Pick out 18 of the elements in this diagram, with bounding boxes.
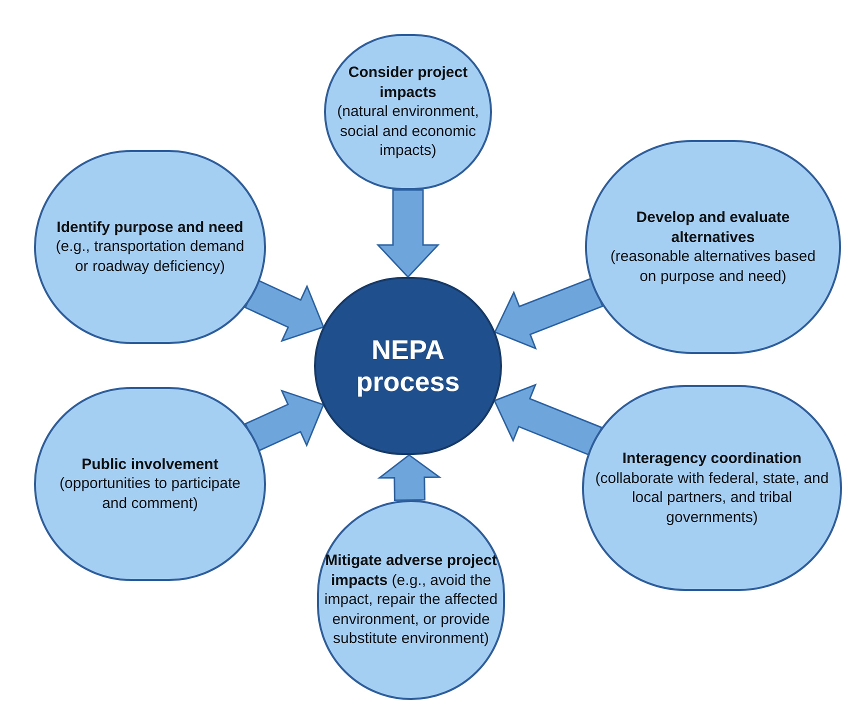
- center-title: NEPA process: [355, 334, 461, 398]
- block-arrow: [244, 279, 324, 342]
- topic-heading: Identify purpose and need: [56, 218, 244, 238]
- topic-description: (opportunities to participate and comment): [58, 474, 242, 514]
- block-arrow: [377, 454, 442, 501]
- topic-heading: Develop and evaluate alternatives: [635, 208, 791, 247]
- topic-heading: Consider project impacts: [347, 63, 469, 102]
- block-arrow: [244, 389, 324, 452]
- topic-description: (natural environment, social and economic impacts): [336, 102, 480, 161]
- block-arrow: [376, 189, 440, 278]
- topic-heading: Interagency coordination: [622, 449, 802, 468]
- topic-heading: Public involvement: [82, 454, 218, 474]
- topic-description: (e.g., transportation demand or roadway deficiency): [54, 237, 246, 276]
- block-arrow: [494, 277, 604, 350]
- topic-heading: Mitigate adverse project impacts (e.g., avoid the impact, repair the affected environment, or provide substitute environment): [323, 551, 499, 649]
- topic-description: (collaborate with federal, state, and local partners, and tribal governments): [594, 468, 830, 527]
- topic-description: (reasonable alternatives based on purpose and need): [609, 247, 817, 286]
- block-arrow: [493, 383, 603, 456]
